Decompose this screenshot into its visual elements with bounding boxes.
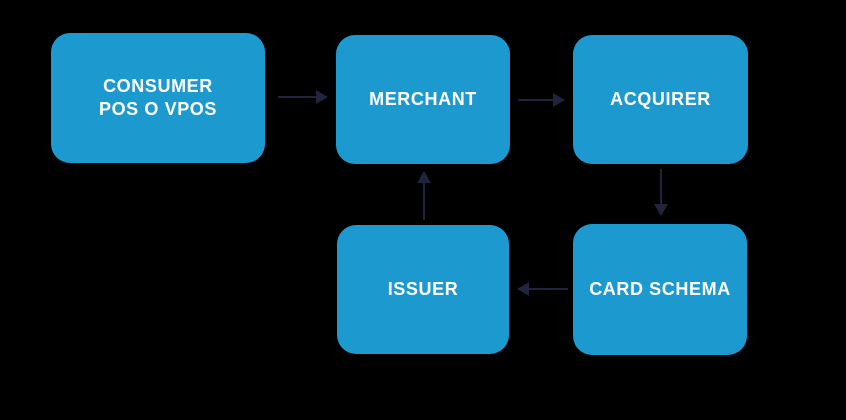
- node-card-schema: CARD SCHEMA: [573, 224, 747, 355]
- arrow-shaft: [528, 288, 568, 290]
- arrow-acquirer-to-card-schema-icon: [654, 169, 668, 216]
- node-issuer-label: ISSUER: [387, 278, 459, 299]
- node-consumer-pos: CONSUMER POS O VPOS: [51, 33, 265, 163]
- arrow-head: [417, 171, 431, 183]
- arrow-head: [517, 282, 529, 296]
- arrow-shaft: [423, 182, 425, 220]
- arrow-card-schema-to-issuer-icon: [517, 282, 568, 296]
- arrow-shaft: [518, 99, 554, 101]
- arrow-issuer-to-merchant-icon: [417, 171, 431, 220]
- arrow-merchant-to-acquirer-icon: [518, 93, 565, 107]
- arrow-shaft: [278, 96, 317, 98]
- arrow-head: [316, 90, 328, 104]
- node-card-schema-label: CARD SCHEMA: [589, 278, 731, 299]
- node-acquirer-label: ACQUIRER: [610, 88, 711, 109]
- node-merchant-label: MERCHANT: [369, 88, 477, 109]
- node-merchant: MERCHANT: [336, 35, 510, 164]
- node-issuer: ISSUER: [337, 225, 509, 354]
- arrow-shaft: [660, 169, 662, 205]
- arrow-consumer-to-merchant-icon: [278, 90, 328, 104]
- arrow-head: [553, 93, 565, 107]
- node-acquirer: ACQUIRER: [573, 35, 748, 164]
- arrow-head: [654, 204, 668, 216]
- node-consumer-pos-label: CONSUMER POS O VPOS: [98, 75, 218, 119]
